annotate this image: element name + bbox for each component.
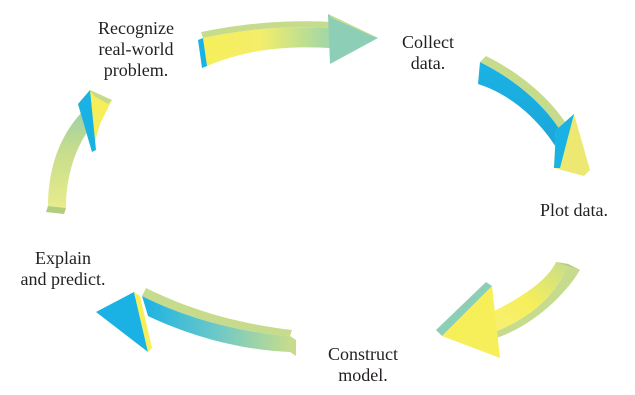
arrow-construct-to-explain xyxy=(96,288,296,356)
step-collect-line-2: data. xyxy=(410,53,446,73)
step-collect-label: Collect data. xyxy=(378,32,478,74)
step-construct-line-2: model. xyxy=(338,365,388,385)
step-explain-line-2: and predict. xyxy=(20,269,106,289)
step-construct-label: Construct model. xyxy=(300,344,426,386)
step-plot-label: Plot data. xyxy=(540,200,635,221)
step-explain-line-1: Explain xyxy=(35,248,91,268)
arrow-explain-to-recognize xyxy=(46,90,112,214)
arrow-collect-to-plot xyxy=(478,56,590,176)
step-explain-label: Explain and predict. xyxy=(0,248,126,290)
step-recognize-line-1: Recognize xyxy=(98,18,174,38)
step-recognize-line-2: real-world xyxy=(98,39,174,59)
step-recognize-line-3: problem. xyxy=(103,60,169,80)
arrow-recognize-to-collect xyxy=(198,14,378,68)
step-construct-line-1: Construct xyxy=(328,344,398,364)
arrow-plot-to-construct xyxy=(436,262,580,358)
step-collect-line-1: Collect xyxy=(402,32,454,52)
step-plot-line-1: Plot data. xyxy=(540,200,608,220)
step-recognize-label: Recognize real-world problem. xyxy=(66,18,206,81)
